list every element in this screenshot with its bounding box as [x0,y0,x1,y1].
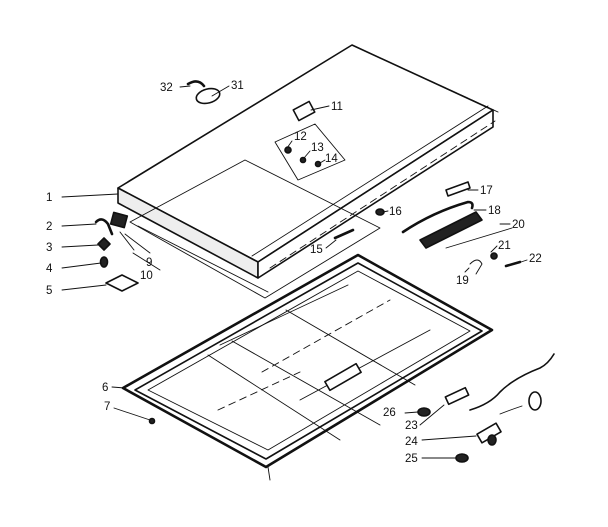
control-parts [417,353,555,463]
callout-23: 23 [405,420,418,432]
callout-10: 10 [140,270,153,282]
callout-7: 7 [104,401,110,413]
callout-11: 11 [331,101,343,113]
callout-21: 21 [498,240,511,252]
callout-13: 13 [311,142,324,154]
callout-2: 2 [46,221,52,233]
callout-6: 6 [102,382,108,394]
callout-19: 19 [456,275,469,287]
callout-31: 31 [231,80,244,92]
cabinet-frame [121,253,494,481]
callout-22: 22 [529,253,542,265]
callout-3: 3 [46,242,52,254]
leader-lines [61,85,528,459]
callout-12: 12 [294,131,307,143]
callout-18: 18 [488,205,501,217]
latch-hardware [333,181,522,275]
screw [148,417,156,425]
hinge-assembly [94,211,139,292]
callouts: 1 2 3 4 5 6 7 9 10 11 12 13 14 15 16 17 … [46,80,542,465]
lid [117,44,499,279]
callout-17: 17 [480,185,493,197]
callout-14: 14 [325,153,338,165]
callout-1: 1 [46,192,52,204]
callout-20: 20 [512,219,525,231]
callout-9: 9 [146,257,152,269]
callout-24: 24 [405,436,418,448]
callout-4: 4 [46,263,53,275]
lid-liner [129,159,381,299]
callout-5: 5 [46,285,52,297]
callout-15: 15 [310,244,323,256]
callout-32: 32 [160,82,173,94]
callout-16: 16 [389,206,402,218]
latch-knob [186,80,221,105]
lid-lock [274,100,346,181]
callout-25: 25 [405,453,418,465]
callout-26: 26 [383,407,396,419]
